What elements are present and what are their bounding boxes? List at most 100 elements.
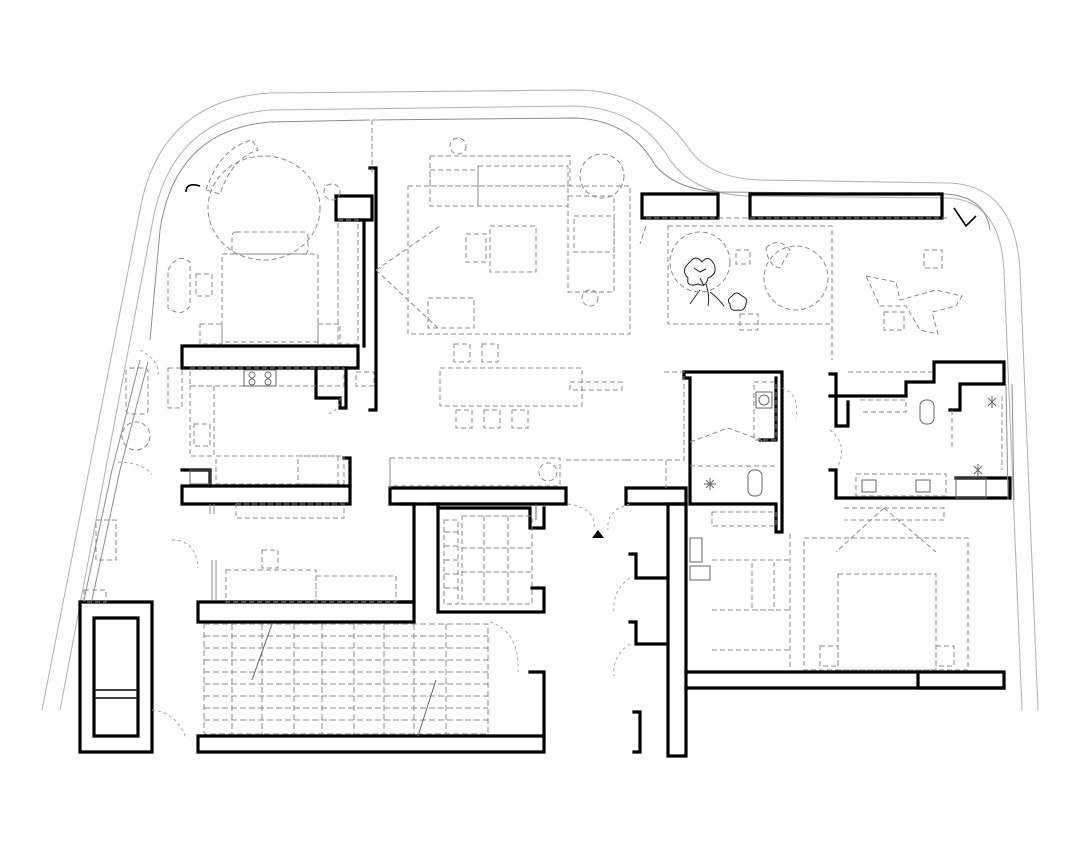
wall-vertical-divider (368, 166, 378, 412)
window-left-vertical (111, 359, 149, 471)
bedroom-2-bed (837, 573, 937, 671)
furniture-study (225, 503, 397, 603)
bathroom-1 (689, 381, 777, 497)
lounge-chair-garden (765, 242, 791, 269)
furniture-terrace (83, 367, 151, 603)
bedroom-2-wardrobe (711, 511, 777, 527)
stair-break-line-2 (417, 679, 437, 737)
vanity-2 (855, 473, 947, 497)
wall-master-bedroom-right (356, 218, 366, 348)
wall-bedroom-2-ledge (916, 670, 1006, 690)
fridge (297, 455, 339, 485)
wall-cabinet-top-left (640, 192, 720, 220)
bedroom-2-nightstand-right (935, 645, 955, 667)
stair-break-line-1 (251, 623, 273, 681)
wall-column-top-left (334, 194, 374, 222)
kitchen-island (215, 455, 345, 485)
inner-facade-line (59, 105, 1023, 711)
wall-bath-2-left (828, 372, 850, 428)
planter-left (83, 589, 107, 603)
media-console (427, 297, 475, 329)
kitchen-lower-cabinet (235, 503, 345, 519)
wall-bedroom-entry-stub (185, 184, 201, 193)
wall-corridor-left (398, 502, 416, 604)
bedroom-2 (689, 507, 969, 671)
building-envelope (41, 89, 1039, 711)
door-swing-bath-2 (829, 429, 843, 467)
bookshelf (315, 575, 397, 603)
desk (225, 569, 317, 603)
walls (78, 166, 1012, 758)
furniture-kitchen (167, 367, 561, 487)
light-fixture-icon-2 (973, 464, 983, 476)
toilet-1 (747, 469, 763, 497)
toilet-2 (919, 399, 935, 425)
entry-arrow-icon (592, 530, 604, 538)
wall-storage-shelf (94, 689, 138, 699)
stair-outline (203, 623, 489, 735)
wall-lobby-right-column (666, 502, 688, 758)
furniture-living-room (375, 137, 631, 335)
door-swing-kitchen (171, 539, 199, 569)
desk-chair (261, 549, 279, 569)
stool (323, 183, 341, 201)
wall-bath-1 (682, 370, 784, 534)
door-swing-lobby-2 (613, 643, 631, 677)
bed (221, 253, 319, 343)
garden-stool-2 (739, 313, 759, 331)
door-swing-main-left (567, 503, 595, 529)
door-swing-main-right (607, 503, 631, 531)
guest-wardrobe (443, 519, 459, 605)
wall-cabinet-end (953, 207, 977, 228)
nightstand-left (199, 323, 223, 345)
sofa-back (429, 155, 571, 187)
cooktop (243, 369, 277, 387)
sofa-right-cushion (573, 215, 615, 253)
buffet-counter (389, 457, 561, 487)
window-right-vertical (1005, 383, 1015, 501)
wall-closet-box (308, 366, 348, 410)
wall-stair-right (528, 670, 546, 738)
lounge-side-table (923, 249, 943, 269)
furniture-master-bedroom (167, 139, 359, 345)
wall-kitchen-right-stub (342, 456, 352, 488)
glazing (83, 359, 1015, 601)
stair-treads-vertical (231, 624, 447, 734)
view-angle-lines (375, 225, 441, 331)
doors (117, 349, 843, 739)
basin-1 (755, 391, 773, 409)
shower-diagonal (689, 427, 767, 443)
coffee-table (489, 225, 537, 273)
accent-stool-2 (581, 289, 599, 307)
top-counter-line (639, 217, 950, 245)
wall-guest-room-left (430, 502, 546, 614)
nightstand-right (317, 323, 341, 345)
wall-bath-1-inner (758, 376, 778, 442)
door-swing-stair-left (151, 709, 187, 739)
garden-bed (667, 225, 833, 325)
curtain-wall-line (149, 117, 991, 341)
furniture-guest-room (443, 515, 533, 605)
plant-cluster-2 (727, 292, 747, 311)
kitchen-sink (193, 423, 211, 447)
window-kitchen-sill (209, 504, 215, 514)
stair-treads-horizontal (204, 635, 488, 721)
sofa-right (567, 195, 615, 293)
bench-left (95, 519, 117, 561)
bedroom-2-desk (751, 559, 775, 611)
dining-chair-2 (481, 343, 499, 363)
living-rug (407, 185, 631, 335)
oven (189, 469, 211, 485)
wall-master-bedroom-bottom (180, 344, 360, 370)
side-table (195, 273, 213, 297)
dining-table (439, 367, 583, 407)
lounge-sofa-curved (865, 275, 963, 335)
wall-kitchen-bottom (180, 484, 352, 506)
side-ottoman (465, 233, 487, 263)
wall-lobby-notch-2 (628, 620, 670, 646)
pantry-unit (167, 367, 183, 409)
guest-bed (461, 515, 533, 605)
door-swing-lobby-1 (613, 577, 631, 613)
garden-area (667, 225, 833, 331)
bedroom-2-wardrobe-grid (712, 559, 790, 651)
